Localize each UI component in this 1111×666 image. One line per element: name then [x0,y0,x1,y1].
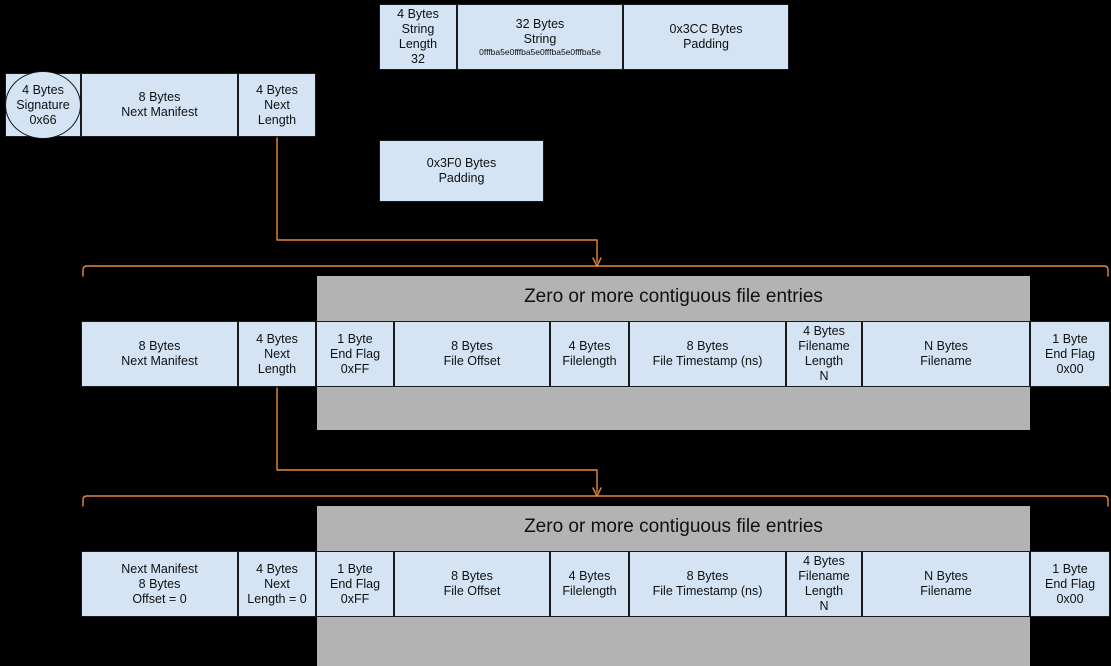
field-line: Padding [438,171,485,185]
field-line: 8 Bytes [138,576,181,591]
field-line: N Bytes [924,569,968,583]
string-padding-field: 0x3CC Bytes Padding [623,4,789,70]
field-line: 8 Bytes [138,339,181,353]
field-line: Next Manifest [121,105,198,119]
field-line: 4 Bytes [568,569,611,583]
section2-next-length-field: 4 Bytes Next Length = 0 [238,551,316,617]
field-line: N [819,599,829,613]
field-line: N Bytes [924,339,968,353]
section1-next-manifest-field: 8 Bytes Next Manifest [81,321,238,387]
field-line: 0xFF [340,591,370,606]
section1-filename-length-field: 4 Bytes Filename Length N [786,321,862,387]
next-length-field: 4 Bytes Next Length [238,73,316,137]
field-line: 32 [411,52,425,66]
section2-filename-length-field: 4 Bytes Filename Length N [786,551,862,617]
field-line: 1 Byte [337,331,373,346]
section1-end-flag-00-field: 1 Byte End Flag 0x00 [1030,321,1110,387]
field-line: 32 Bytes [515,16,565,31]
field-line: 0x00 [1056,591,1084,606]
field-line: End Flag [1044,346,1096,361]
field-line: Filelength [562,584,617,598]
next-manifest-field: 8 Bytes Next Manifest [81,73,238,137]
brace-section2 [82,495,1109,507]
brace-section1 [82,265,1109,277]
connector-arrowhead-2 [592,487,602,497]
field-line: Signature [16,97,70,112]
field-line: 8 Bytes [138,90,181,104]
section1-file-timestamp-field: 8 Bytes File Timestamp (ns) [629,321,786,387]
field-line: Length [257,361,297,376]
field-line: Next Manifest [121,354,198,368]
field-hex-value: 0fffba5e0fffba5e0fffba5e0fffba5e [479,46,601,57]
field-line: Length [804,584,844,598]
field-line: 1 Byte [1052,331,1088,346]
field-line: 4 Bytes [22,82,64,97]
field-line: 1 Byte [337,561,373,576]
section2-end-flag-00-field: 1 Byte End Flag 0x00 [1030,551,1110,617]
field-line: String [523,31,557,46]
field-line: Next Manifest [121,561,198,576]
field-line: 0x3F0 Bytes [426,156,497,170]
manifest-padding-field: 0x3F0 Bytes Padding [379,140,544,202]
field-line: Next [264,97,290,112]
section1-file-offset-field: 8 Bytes File Offset [394,321,550,387]
field-line: Filename [798,569,850,583]
section1-filelength-field: 4 Bytes Filelength [550,321,629,387]
section1-filename-field: N Bytes Filename [862,321,1030,387]
field-line: File Timestamp (ns) [652,584,763,598]
field-line: 1 Byte [1052,561,1088,576]
connector-arrowhead-1 [592,257,602,267]
field-line: End Flag [329,576,381,591]
field-line: 4 Bytes [256,331,298,346]
field-line: Length [257,112,297,127]
field-line: Filename [920,354,972,368]
field-line: Offset = 0 [132,591,187,606]
field-line: File Offset [443,354,501,368]
field-line: 8 Bytes [686,339,729,353]
field-line: 0x3CC Bytes [669,22,743,36]
section1-next-length-field: 4 Bytes Next Length [238,321,316,387]
field-line: End Flag [1044,576,1096,591]
field-line: Filename [920,584,972,598]
file-entries-band-label-2: Zero or more contiguous file entries [524,516,823,537]
field-line: 8 Bytes [686,569,729,583]
field-line: 4 Bytes [256,561,298,576]
field-line: 4 Bytes [568,339,611,353]
field-line: File Timestamp (ns) [652,354,763,368]
field-line: File Offset [443,584,501,598]
section2-file-timestamp-field: 8 Bytes File Timestamp (ns) [629,551,786,617]
section2-next-manifest-field: Next Manifest 8 Bytes Offset = 0 [81,551,238,617]
field-line: 0x66 [29,112,57,127]
field-line: 4 Bytes [803,554,845,568]
field-line: 4 Bytes [803,324,845,338]
field-line: Next [264,346,290,361]
field-line: Length [804,354,844,368]
field-line: Next [264,576,290,591]
field-line: N [819,369,829,383]
field-line: 0x00 [1056,361,1084,376]
section2-file-offset-field: 8 Bytes File Offset [394,551,550,617]
field-line: Length [398,37,438,51]
file-entries-band-label-1: Zero or more contiguous file entries [524,286,823,307]
section2-filelength-field: 4 Bytes Filelength [550,551,629,617]
section2-filename-field: N Bytes Filename [862,551,1030,617]
section1-end-flag-ff-field: 1 Byte End Flag 0xFF [316,321,394,387]
field-line: Filelength [562,354,617,368]
field-line: 8 Bytes [451,569,493,583]
field-line: Padding [683,37,729,51]
string-value-field: 32 Bytes String 0fffba5e0fffba5e0fffba5e… [457,4,623,70]
field-line: End Flag [329,346,381,361]
field-line: 8 Bytes [451,339,493,353]
field-line: String [401,22,435,36]
signature-field: 4 Bytes Signature 0x66 [5,71,81,139]
field-line: 4 Bytes [397,7,439,21]
field-line: Filename [798,339,850,353]
string-length-field: 4 Bytes String Length 32 [379,4,457,70]
field-line: Length = 0 [247,591,307,606]
section2-end-flag-ff-field: 1 Byte End Flag 0xFF [316,551,394,617]
field-line: 0xFF [340,361,370,376]
field-line: 4 Bytes [256,82,298,97]
